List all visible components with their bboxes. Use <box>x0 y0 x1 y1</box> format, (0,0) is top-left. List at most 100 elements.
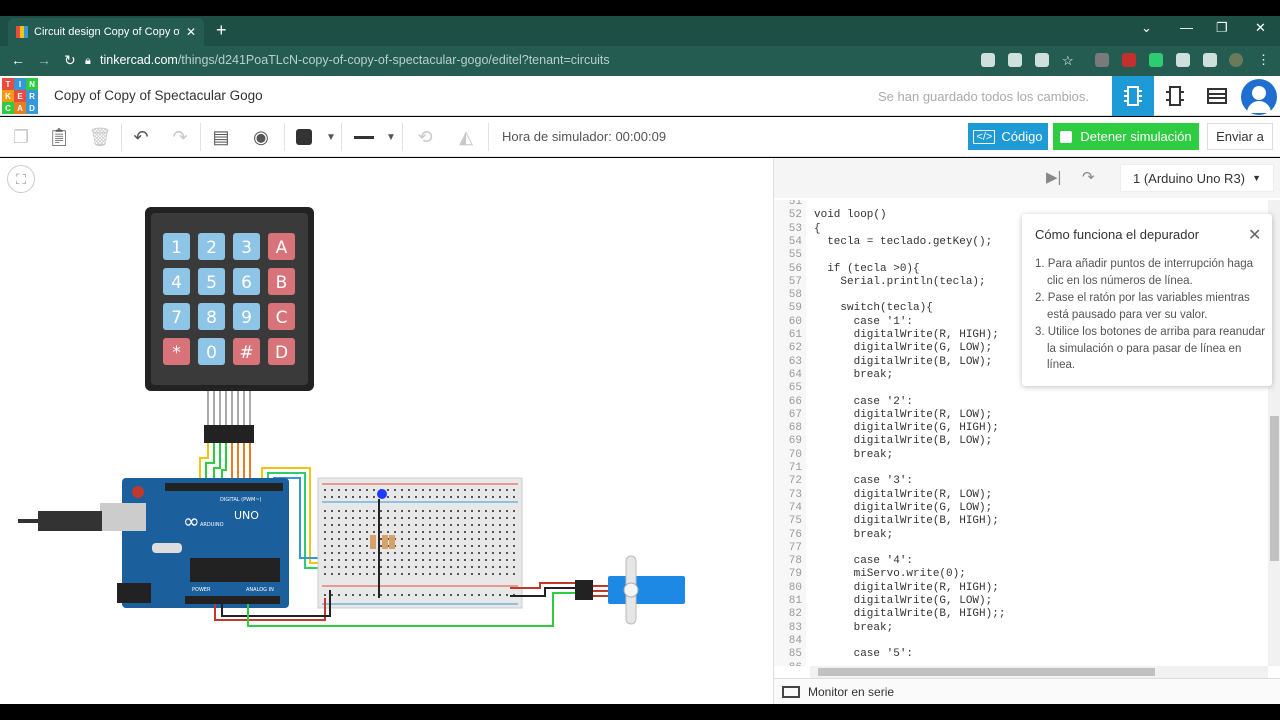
code-line[interactable]: 56 if (tecla >0){ <box>774 263 1268 276</box>
code-line[interactable]: 64 break; <box>774 369 1268 382</box>
code-line[interactable]: 73 digitalWrite(R, LOW); <box>774 489 1268 502</box>
keypad-key[interactable] <box>163 303 190 330</box>
line-number[interactable]: 68 <box>788 422 802 435</box>
code-line[interactable]: 75 digitalWrite(B, HIGH); <box>774 515 1268 528</box>
copy-icon[interactable]: ❐ <box>12 126 30 147</box>
line-number[interactable]: 52 <box>788 209 802 222</box>
delete-trash-icon[interactable]: 🗑︎ <box>88 126 112 147</box>
line-number[interactable]: 76 <box>788 528 802 541</box>
install-app-icon[interactable] <box>981 53 995 67</box>
line-number[interactable]: 70 <box>788 448 802 461</box>
keypad-key[interactable] <box>233 303 260 330</box>
board-select[interactable]: 1 (Arduino Uno R3) ▼ <box>1120 164 1274 192</box>
pocket-extension-icon[interactable] <box>1122 53 1136 67</box>
keypad-key[interactable] <box>233 338 260 365</box>
line-number[interactable]: 55 <box>788 249 802 262</box>
code-line[interactable]: 68 digitalWrite(G, HIGH); <box>774 422 1268 435</box>
bookmark-star-icon[interactable]: ☆ <box>1062 53 1074 68</box>
code-line[interactable]: 65 <box>774 382 1268 395</box>
line-number[interactable]: 59 <box>788 302 802 315</box>
keypad-key[interactable] <box>233 268 260 295</box>
notes-visibility-icon[interactable]: ◉ <box>253 126 269 147</box>
code-line[interactable]: 63 digitalWrite(B, LOW); <box>774 356 1268 369</box>
forward-arrow-icon[interactable]: → <box>37 52 51 68</box>
color-dropdown-chevron-icon[interactable]: ▼ <box>326 131 336 143</box>
keypad-key[interactable] <box>198 268 225 295</box>
close-icon[interactable]: ✕ <box>1248 227 1262 244</box>
code-line[interactable]: 58 <box>774 289 1268 302</box>
code-line[interactable]: 66 case '2': <box>774 396 1268 409</box>
code-line[interactable]: 80 digitalWrite(R, HIGH); <box>774 582 1268 595</box>
keypad-key[interactable] <box>268 303 295 330</box>
keypad-key[interactable] <box>163 233 190 260</box>
line-number[interactable]: 71 <box>788 462 802 474</box>
circuit-view-button[interactable] <box>1112 76 1154 116</box>
keypad-key[interactable] <box>198 338 225 365</box>
code-line[interactable]: 82 digitalWrite(B, HIGH);; <box>774 608 1268 621</box>
resume-play-icon[interactable]: ▶︎| <box>1046 169 1062 186</box>
breadboard[interactable] <box>317 477 523 609</box>
line-number[interactable]: 72 <box>788 475 802 488</box>
code-line[interactable]: 84 <box>774 635 1268 648</box>
line-number[interactable]: 64 <box>788 368 802 381</box>
schematic-view-button[interactable] <box>1154 76 1196 116</box>
line-number[interactable]: 79 <box>788 568 802 581</box>
line-number[interactable]: 74 <box>788 501 802 514</box>
code-line[interactable]: 72 case '3': <box>774 475 1268 488</box>
line-number[interactable]: 75 <box>788 515 802 528</box>
code-line[interactable]: 53{ <box>774 223 1268 236</box>
line-number[interactable]: 60 <box>788 315 802 328</box>
share-icon[interactable] <box>1035 53 1049 67</box>
code-line[interactable]: 81 digitalWrite(G, LOW); <box>774 595 1268 608</box>
browser-tab[interactable]: Circuit design Copy of Copy of Sp ✕ <box>8 18 204 46</box>
line-number[interactable]: 62 <box>788 342 802 355</box>
resistors[interactable] <box>370 535 395 549</box>
code-line[interactable]: 74 digitalWrite(G, LOW); <box>774 502 1268 515</box>
serial-monitor-toggle[interactable]: Monitor en serie <box>774 678 1280 704</box>
code-line[interactable]: 59 switch(tecla){ <box>774 302 1268 315</box>
maximize-icon[interactable]: ❐ <box>1216 20 1228 35</box>
servo-motor[interactable] <box>575 555 685 625</box>
step-over-icon[interactable]: ↷ <box>1082 169 1095 186</box>
keypad-key[interactable] <box>268 338 295 365</box>
back-arrow-icon[interactable]: ← <box>11 52 25 68</box>
line-number[interactable]: 56 <box>788 262 802 275</box>
profile-icon[interactable] <box>1229 53 1243 67</box>
line-number[interactable]: 81 <box>788 595 802 607</box>
line-number[interactable]: 61 <box>788 329 802 341</box>
keypad-key[interactable] <box>163 338 190 365</box>
shield-extension-icon[interactable] <box>1149 53 1163 67</box>
tab-search-chevron-icon[interactable]: ⌄ <box>1141 20 1152 35</box>
code-line[interactable]: 76 break; <box>774 529 1268 542</box>
code-line[interactable]: 83 break; <box>774 622 1268 635</box>
translate-icon[interactable] <box>1008 53 1022 67</box>
rotate-icon[interactable]: ⟲ <box>417 126 433 147</box>
color-swatch[interactable] <box>296 129 312 145</box>
stop-simulation-button[interactable]: Detener simulación <box>1053 123 1199 150</box>
url-field[interactable]: tinkercad.com/things/d241PoaTLcN-copy-of… <box>100 53 610 67</box>
line-number[interactable]: 77 <box>788 541 802 554</box>
line-number[interactable]: 82 <box>788 608 802 621</box>
line-number[interactable]: 58 <box>788 289 802 302</box>
line-number[interactable]: 65 <box>788 382 802 395</box>
menu-kebab-icon[interactable]: ⋮ <box>1257 52 1270 67</box>
keypad-key[interactable] <box>268 268 295 295</box>
line-number[interactable]: 66 <box>788 395 802 408</box>
code-line[interactable]: 69 digitalWrite(B, LOW); <box>774 435 1268 448</box>
line-number[interactable]: 73 <box>788 488 802 501</box>
vertical-scroll-thumb[interactable] <box>1270 416 1279 561</box>
wire-style-dropdown-chevron-icon[interactable]: ▼ <box>386 131 396 143</box>
new-tab-icon[interactable]: + <box>216 20 227 40</box>
send-to-button[interactable]: Enviar a <box>1207 123 1273 150</box>
horizontal-scrollbar[interactable] <box>810 666 1268 678</box>
line-number[interactable]: 67 <box>788 408 802 421</box>
code-line[interactable]: 79 miServo.write(0); <box>774 568 1268 581</box>
minimize-icon[interactable]: — <box>1180 20 1193 35</box>
keypad-key[interactable] <box>163 268 190 295</box>
line-number[interactable]: 84 <box>788 634 802 647</box>
